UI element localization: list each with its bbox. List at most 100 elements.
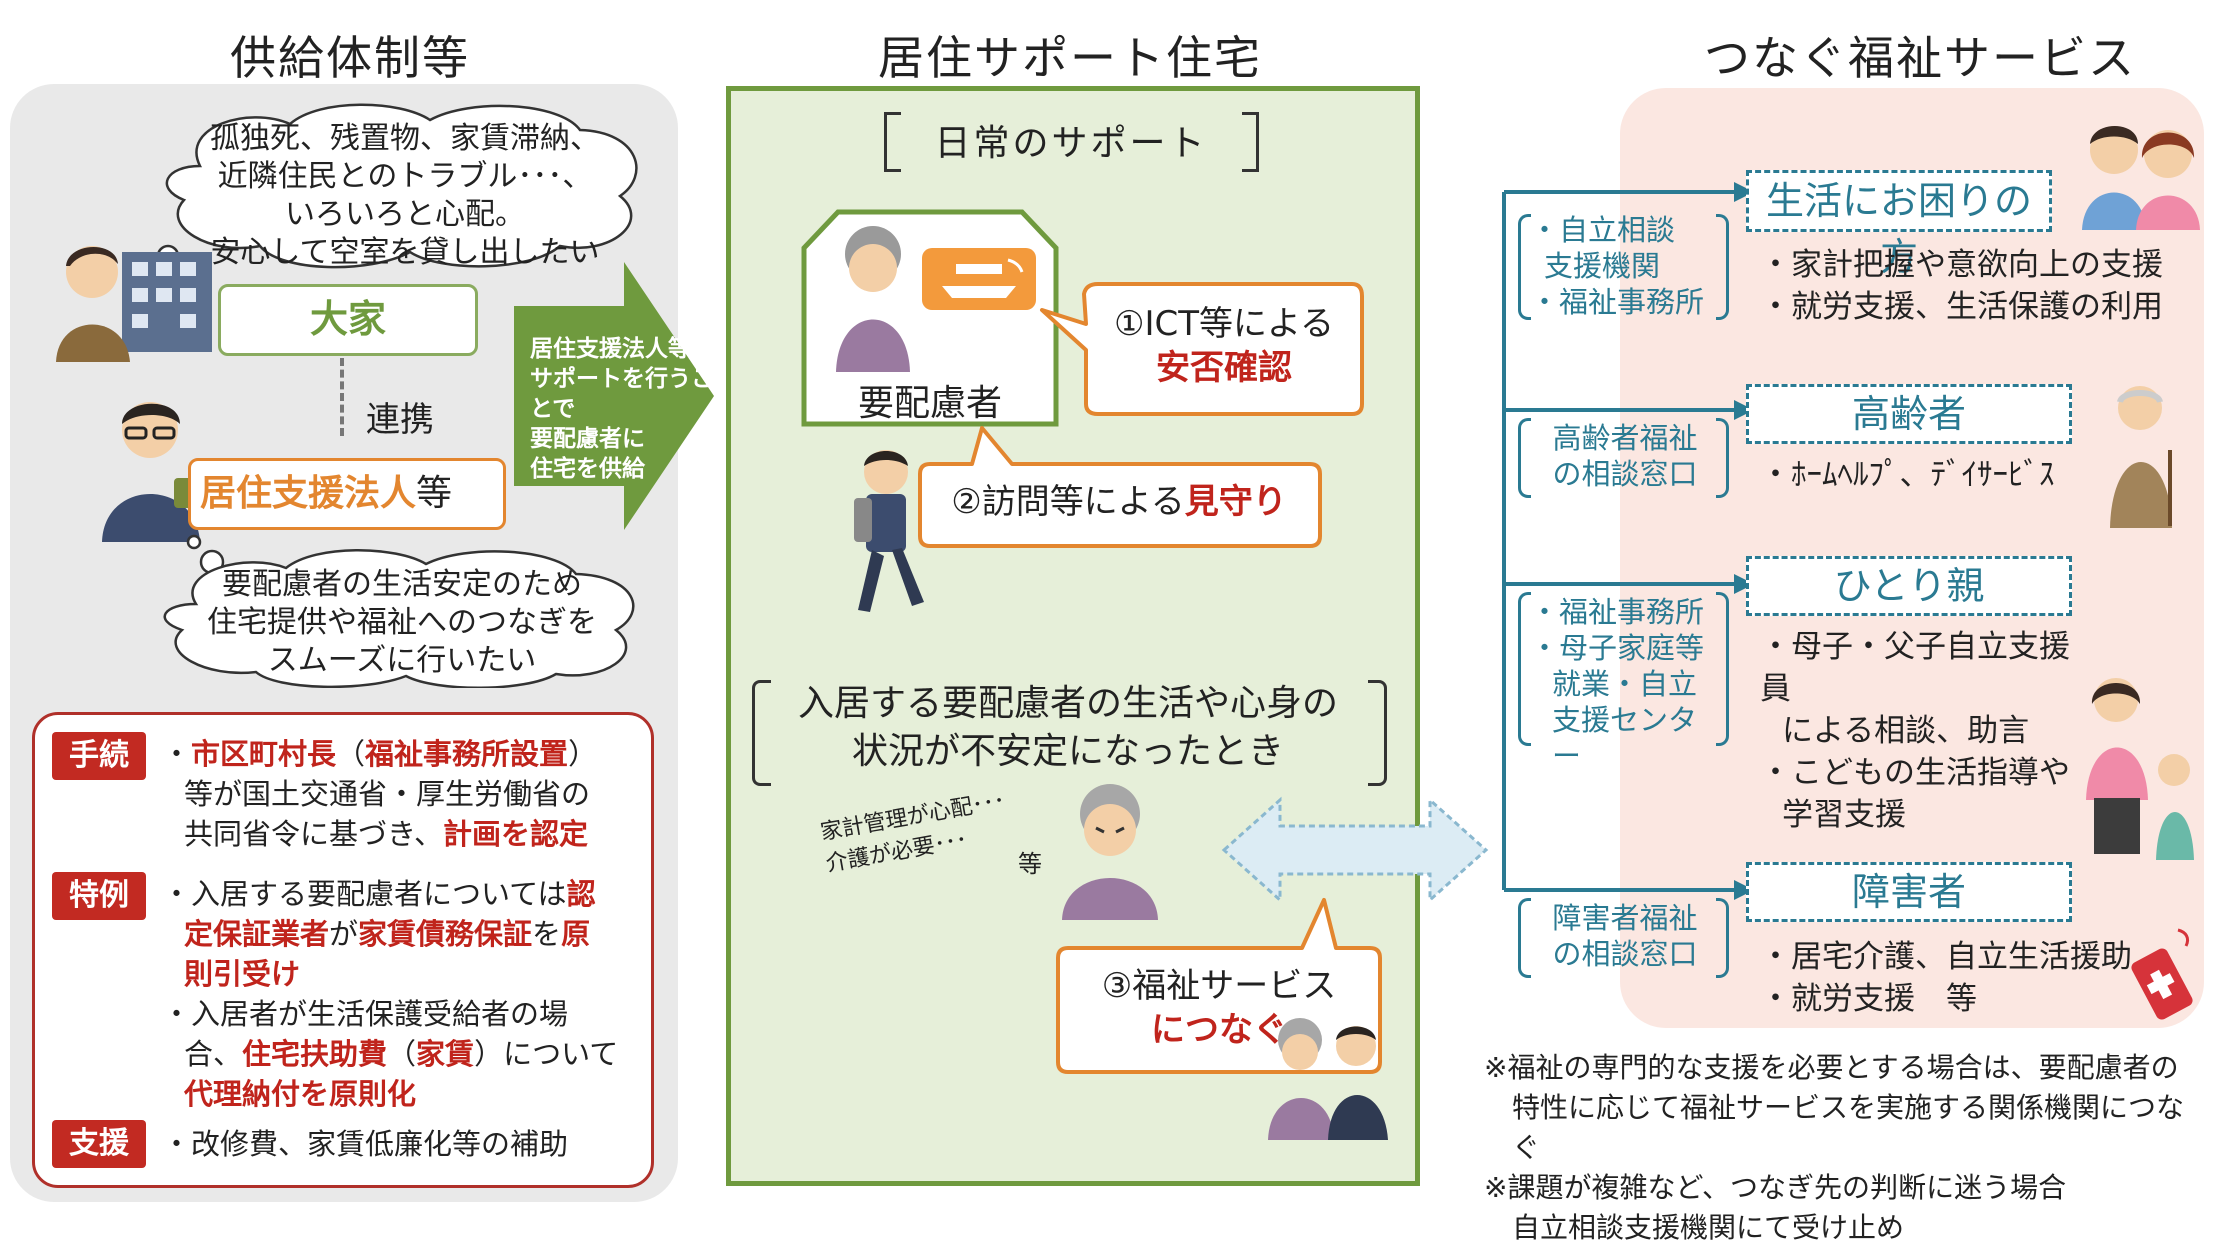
exception-line: 合、住宅扶助費（家賃）について (162, 1034, 642, 1074)
service-line: ・こどもの生活指導や (1760, 755, 2070, 791)
elderly-man-icon (2110, 386, 2172, 528)
unstable-condition-line: 入居する要配慮者の生活や心身の (797, 683, 1338, 724)
exception-text-g: ）について (474, 1037, 619, 1071)
visit-callout-a: ②訪問等による (951, 482, 1185, 522)
welfare-callout-a: ③福祉サービス (1101, 966, 1337, 1006)
agency-line: ・自立相談 (1530, 213, 1676, 247)
exception-line: ・入居者が生活保護受給者の場 (162, 997, 569, 1031)
unstable-bracket-right (1368, 680, 1387, 786)
agency-line: の相談窓口 (1552, 457, 1698, 491)
house-resident-label: 要配慮者 (857, 383, 1002, 424)
landlord-label-box (218, 284, 478, 356)
support-corp-goal-text: 要配慮者の生活安定のため 住宅提供や福祉へのつなぎを スムーズに行いたい (184, 566, 620, 680)
sensor-device-icon (922, 248, 1036, 310)
service-line: 学習支援 (1782, 797, 1906, 833)
agency-bracket-right (1716, 898, 1729, 978)
service-line: ・母子・父子自立支援員 (1760, 629, 2070, 707)
exception-line: ・入居する要配慮者については認 (162, 874, 642, 914)
link-label: 連携 (366, 400, 434, 440)
couple-icon (2082, 126, 2200, 230)
supply-arrow-line: 居住支援法人等が (530, 336, 714, 362)
visitor-walking-icon (854, 450, 924, 612)
agency-line: 障害者福祉 (1552, 901, 1698, 935)
landlord-illustration (56, 246, 212, 362)
procedure-text-a: 共同省令に基づき、 (184, 817, 443, 851)
ict-callout-text: ①ICT等による 安否確認 (1086, 302, 1362, 390)
welfare-callout-text: ③福祉サービス につなぐ (1060, 964, 1378, 1052)
landlord-concern-text: 孤独死、残置物、家賃滞納、 近隣住民とのトラブル･･･、 いろいろと心配。 安心… (190, 120, 620, 272)
exception-paren-open: （ (387, 1037, 417, 1071)
agency-bracket-left (1518, 214, 1531, 320)
exception-text-c: が (329, 917, 359, 951)
agency-line: 就業・自立 (1552, 667, 1698, 701)
supply-arrow-line: 要配慮者に (530, 426, 645, 452)
footnote-line: ※福祉の専門的な支援を必要とする場合は、要配慮者の (1484, 1051, 2179, 1084)
housing-support-corp-label: 居住支援法人等 (200, 464, 452, 516)
two-way-connection-arrow (1221, 796, 1489, 904)
support-corp-thought-cloud (163, 534, 635, 688)
procedure-welfare-office: 福祉事務所設置 (365, 737, 569, 771)
exception-text-d: を (532, 917, 562, 951)
exception-line: 則引受け (184, 957, 301, 991)
daily-support-bracket-left (884, 112, 901, 172)
procedure-line: ・市区町村長（福祉事務所設置） (162, 734, 642, 774)
procedure-paren-close: ） (568, 737, 598, 771)
supply-arrow-text: 居住支援法人等が サポートを行うことで 要配慮者に 住宅を供給 (530, 334, 730, 484)
supply-arrow (514, 262, 714, 530)
exception-text-e: 原 (561, 917, 591, 951)
safety-check-label: 安否確認 (1156, 348, 1292, 388)
ict-callout-bubble (1040, 282, 1364, 416)
service-line: ・就労支援、生活保護の利用 (1760, 289, 2163, 325)
support-text: ・改修費、家賃低廉化等の補助 (162, 1127, 569, 1161)
agency-label-2: 高齢者福祉 の相談窓口 (1530, 420, 1720, 492)
worried-elderly-icon (1062, 784, 1158, 920)
exception-text-f: 合、 (184, 1037, 243, 1071)
link-dashed-line (340, 358, 344, 436)
procedure-bullet: ・ (162, 737, 192, 771)
procedure-paren-open: （ (336, 737, 366, 771)
services-elderly: ・ﾎｰﾑﾍﾙﾌﾟ、ﾃﾞｲｻｰﾋﾞｽ (1760, 457, 2055, 493)
exception-text-a: ・入居する要配慮者については (162, 877, 567, 911)
supply-arrow-line: サポートを行うことで (530, 366, 714, 422)
exception-line: 代理納付を原則化 (184, 1077, 417, 1111)
unstable-condition-line: 状況が不安定になったとき (851, 731, 1284, 772)
footnote-line: 自立相談支援機関にて受け止め (1512, 1211, 1905, 1244)
unstable-bracket-left (752, 680, 771, 786)
agency-bracket-left (1518, 898, 1531, 978)
watch-over-label: 見守り (1184, 482, 1287, 522)
service-line: による相談、助言 (1782, 713, 2030, 749)
footnotes: ※福祉の専門的な支援を必要とする場合は、要配慮者の 特性に応じて福祉サービスを実… (1484, 1048, 2204, 1248)
support-corp-goal-line: 要配慮者の生活安定のため (222, 567, 582, 602)
landlord-concern-line: いろいろと心配。 (285, 197, 525, 232)
worry-etc: 等 (1018, 850, 1042, 878)
services-single-parent: ・母子・父子自立支援員 による相談、助言 ・こどもの生活指導や 学習支援 (1760, 626, 2080, 836)
agency-bracket-right (1716, 214, 1729, 320)
category-single-parent: ひとり親 (1746, 556, 2072, 616)
agency-bracket-left (1518, 418, 1531, 498)
parent-child-icon (2086, 678, 2194, 860)
procedure-text: ・市区町村長（福祉事務所設置） 等が国土交通省・厚生労働省の 共同省令に基づき、… (162, 734, 642, 854)
exception-housing-aid: 住宅扶助費 (242, 1037, 388, 1071)
support-corp-goal-line: 住宅提供や福祉へのつなぎを (207, 605, 597, 640)
center-column-title: 居住サポート住宅 (878, 31, 1262, 85)
help-mark-icon (2131, 928, 2193, 1020)
procedure-mayor: 市区町村長 (191, 737, 337, 771)
housing-support-corp-name: 居住支援法人 (200, 473, 417, 514)
agency-line: 支援機関 (1544, 249, 1661, 283)
exception-tag: 特例 (52, 872, 146, 920)
visit-callout-text: ②訪問等による見守り (924, 480, 1314, 524)
welfare-callout-b: につなぐ (1151, 1010, 1287, 1050)
procedure-tag: 手続 (52, 732, 146, 780)
agency-label-4: 障害者福祉 の相談窓口 (1530, 900, 1720, 972)
agency-bracket-right (1716, 418, 1729, 498)
procedure-line: 共同省令に基づき、計画を認定 (162, 814, 642, 854)
agency-line: 支援センター (1552, 703, 1698, 773)
daily-support-bracket-right (1242, 112, 1259, 172)
procedure-line: 等が国土交通省・厚生労働省の (184, 777, 591, 811)
agency-bracket-left (1518, 592, 1531, 746)
unstable-condition-text: 入居する要配慮者の生活や心身の 状況が不安定になったとき (768, 680, 1368, 776)
daily-support-label: 日常のサポート (934, 123, 1208, 164)
landlord-concern-line: 近隣住民とのトラブル･･･、 (217, 159, 593, 194)
left-column-title: 供給体制等 (230, 31, 470, 85)
support-tag: 支援 (52, 1120, 146, 1168)
